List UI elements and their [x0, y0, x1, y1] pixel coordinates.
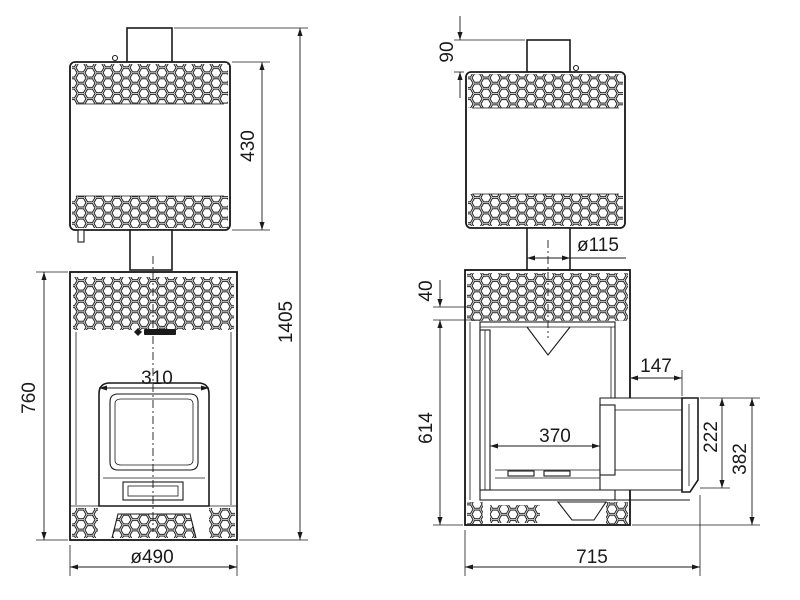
- fire-tunnel: [599, 397, 699, 493]
- right-foot: [209, 508, 235, 538]
- fire-door: [98, 382, 210, 507]
- door-height-dimension: 222: [701, 421, 722, 453]
- tunnel-length-dimension: 147: [640, 356, 672, 377]
- tank-front: [69, 61, 231, 231]
- body-side-honeycomb-band: [467, 273, 628, 321]
- base-front: [70, 505, 237, 539]
- deflector: [526, 326, 571, 356]
- base-grille: [112, 514, 196, 538]
- body-width-dimension: ø490: [130, 547, 173, 568]
- tank-bottom-honeycomb-band: [72, 196, 228, 228]
- tank-side-bottom-honeycomb-band: [468, 194, 623, 226]
- grate-slot: [543, 470, 571, 477]
- brand-logo: [134, 328, 176, 336]
- base-notch: [556, 501, 608, 521]
- front-dimensions: 430 1405 760 310 ø490: [19, 27, 308, 576]
- side-left-foot: [467, 502, 483, 524]
- firebox-height-dimension: 614: [416, 412, 437, 444]
- left-foot: [72, 508, 98, 538]
- base-side: [467, 501, 628, 524]
- tank-top-fitting: [111, 54, 119, 62]
- pipe-side: [526, 227, 571, 271]
- tunnel-lining: [599, 404, 616, 476]
- chimney-side: [526, 39, 571, 73]
- side-right-foot: [606, 502, 628, 524]
- side-dimensions: 90 ø115 40 614 147 370 222 382: [416, 16, 760, 576]
- tank-side-top-honeycomb-band: [468, 74, 623, 108]
- chimney-front: [126, 27, 173, 63]
- tank-drain-tap: [77, 229, 85, 243]
- front-view: [69, 27, 238, 541]
- overall-depth-dimension: 715: [576, 547, 608, 568]
- firebox-depth-dimension: 370: [539, 426, 571, 447]
- body-height-dimension: 760: [19, 382, 40, 414]
- door-elevation-dimension: 382: [730, 443, 751, 475]
- door-width-dimension: 310: [141, 368, 173, 389]
- chimney-height-dimension: 90: [437, 41, 458, 62]
- side-base-grille: [490, 505, 540, 523]
- overall-height-dimension: 1405: [276, 301, 297, 343]
- tank-side: [465, 71, 626, 229]
- firebox-section: [479, 321, 690, 501]
- tank-height-dimension: 430: [238, 130, 259, 162]
- grate-slot: [507, 470, 535, 477]
- offset-dimension: 40: [416, 280, 437, 301]
- flue-diameter-dimension: ø115: [577, 235, 619, 256]
- side-view: [464, 39, 699, 526]
- tank-top-fitting-side: [572, 64, 580, 72]
- fire-door-side: [681, 397, 699, 493]
- pipe-front: [129, 229, 173, 271]
- tank-top-honeycomb-band: [72, 64, 228, 104]
- body-honeycomb-band: [73, 277, 234, 330]
- door-glass: [109, 393, 199, 471]
